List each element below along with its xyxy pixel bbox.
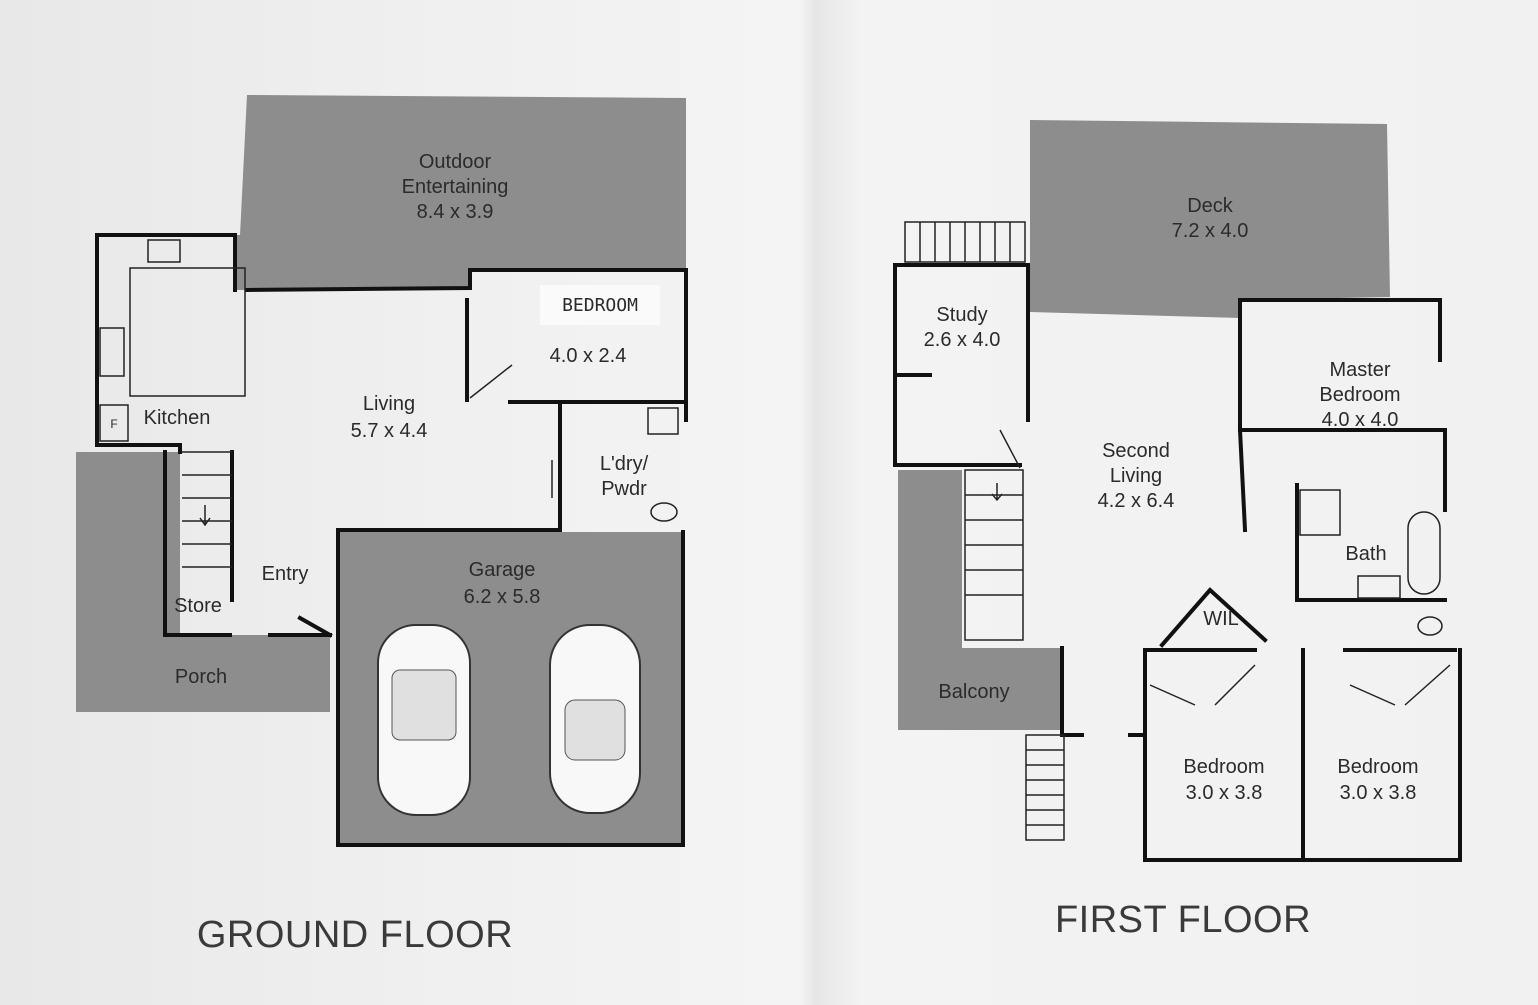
second-living-size: 4.2 x 6.4 (1098, 490, 1175, 512)
laundry-label-2: Pwdr (601, 478, 647, 500)
fridge-icon (99, 404, 129, 442)
store-label: Store (174, 595, 222, 617)
entry-label: Entry (262, 563, 309, 585)
fridge-label: F (110, 417, 117, 431)
second-living-label-2: Living (1110, 465, 1162, 487)
master-bedroom-label-2: Bedroom (1319, 384, 1400, 406)
ground-floor-walls (95, 233, 688, 847)
garage-car-left (377, 624, 471, 816)
garage-size: 6.2 x 5.8 (464, 586, 541, 608)
ground-stairs (182, 451, 232, 568)
vanity-icon (1357, 575, 1401, 599)
first-floor-toilet-icon (1417, 616, 1443, 636)
garage-label: Garage (469, 559, 536, 581)
porch-label: Porch (175, 666, 227, 688)
bedroom-left-label: Bedroom (1183, 756, 1264, 778)
outdoor-entertaining-label-2: Entertaining (402, 176, 509, 198)
study-external-stairs (904, 221, 1026, 263)
first-floor-title: FIRST FLOOR (1055, 899, 1311, 941)
shower-icon (1299, 489, 1341, 536)
garage-car-right (549, 624, 641, 814)
kitchen-label: Kitchen (144, 407, 211, 429)
bedroom-door-swing (469, 364, 513, 399)
outdoor-entertaining-area (235, 95, 686, 290)
porch-area (76, 452, 330, 712)
bedroom-robe-doors (1149, 664, 1451, 706)
deck-area (1030, 120, 1390, 318)
master-bedroom-label-1: Master (1329, 359, 1390, 381)
bedroom-label-card (540, 285, 660, 325)
wil-label: WIL (1203, 608, 1239, 630)
kitchen-bench (129, 267, 246, 397)
bedroom-size: 4.0 x 2.4 (550, 345, 627, 367)
study-label: Study (936, 304, 987, 326)
bedroom-label: BEDROOM (562, 295, 638, 316)
laundry-label-1: L'dry/ (600, 453, 649, 475)
outdoor-entertaining-size: 8.4 x 3.9 (417, 201, 494, 223)
bedroom-right-size: 3.0 x 3.8 (1340, 782, 1417, 804)
ground-floor-plan: Outdoor Entertaining 8.4 x 3.9 BEDROOM 4… (76, 95, 688, 956)
bath-label: Bath (1345, 543, 1386, 565)
living-size: 5.7 x 4.4 (351, 420, 428, 442)
study-size: 2.6 x 4.0 (924, 329, 1001, 351)
deck-label: Deck (1187, 195, 1234, 217)
deck-size: 7.2 x 4.0 (1172, 220, 1249, 242)
ground-floor-title: GROUND FLOOR (197, 914, 513, 956)
toilet-icon (650, 502, 678, 522)
second-living-label-1: Second (1102, 440, 1170, 462)
cooktop-icon (147, 239, 181, 263)
wil-walls (1159, 587, 1268, 648)
balcony-area (898, 470, 1062, 730)
study-door-swing (999, 429, 1021, 469)
laundry-tub-icon (647, 407, 679, 435)
bedroom-left-size: 3.0 x 3.8 (1186, 782, 1263, 804)
bathtub-icon (1407, 511, 1441, 595)
first-floor-plan: Deck 7.2 x 4.0 Study 2.6 x 4.0 Master Be… (893, 120, 1462, 941)
outdoor-entertaining-label-1: Outdoor (419, 151, 492, 173)
sink-icon (99, 327, 125, 377)
balcony-label: Balcony (938, 681, 1009, 703)
balcony-external-stairs (1025, 734, 1065, 841)
living-label: Living (363, 393, 415, 415)
master-bedroom-size: 4.0 x 4.0 (1322, 409, 1399, 431)
bedroom-right-label: Bedroom (1337, 756, 1418, 778)
first-floor-stairs (964, 469, 1024, 641)
